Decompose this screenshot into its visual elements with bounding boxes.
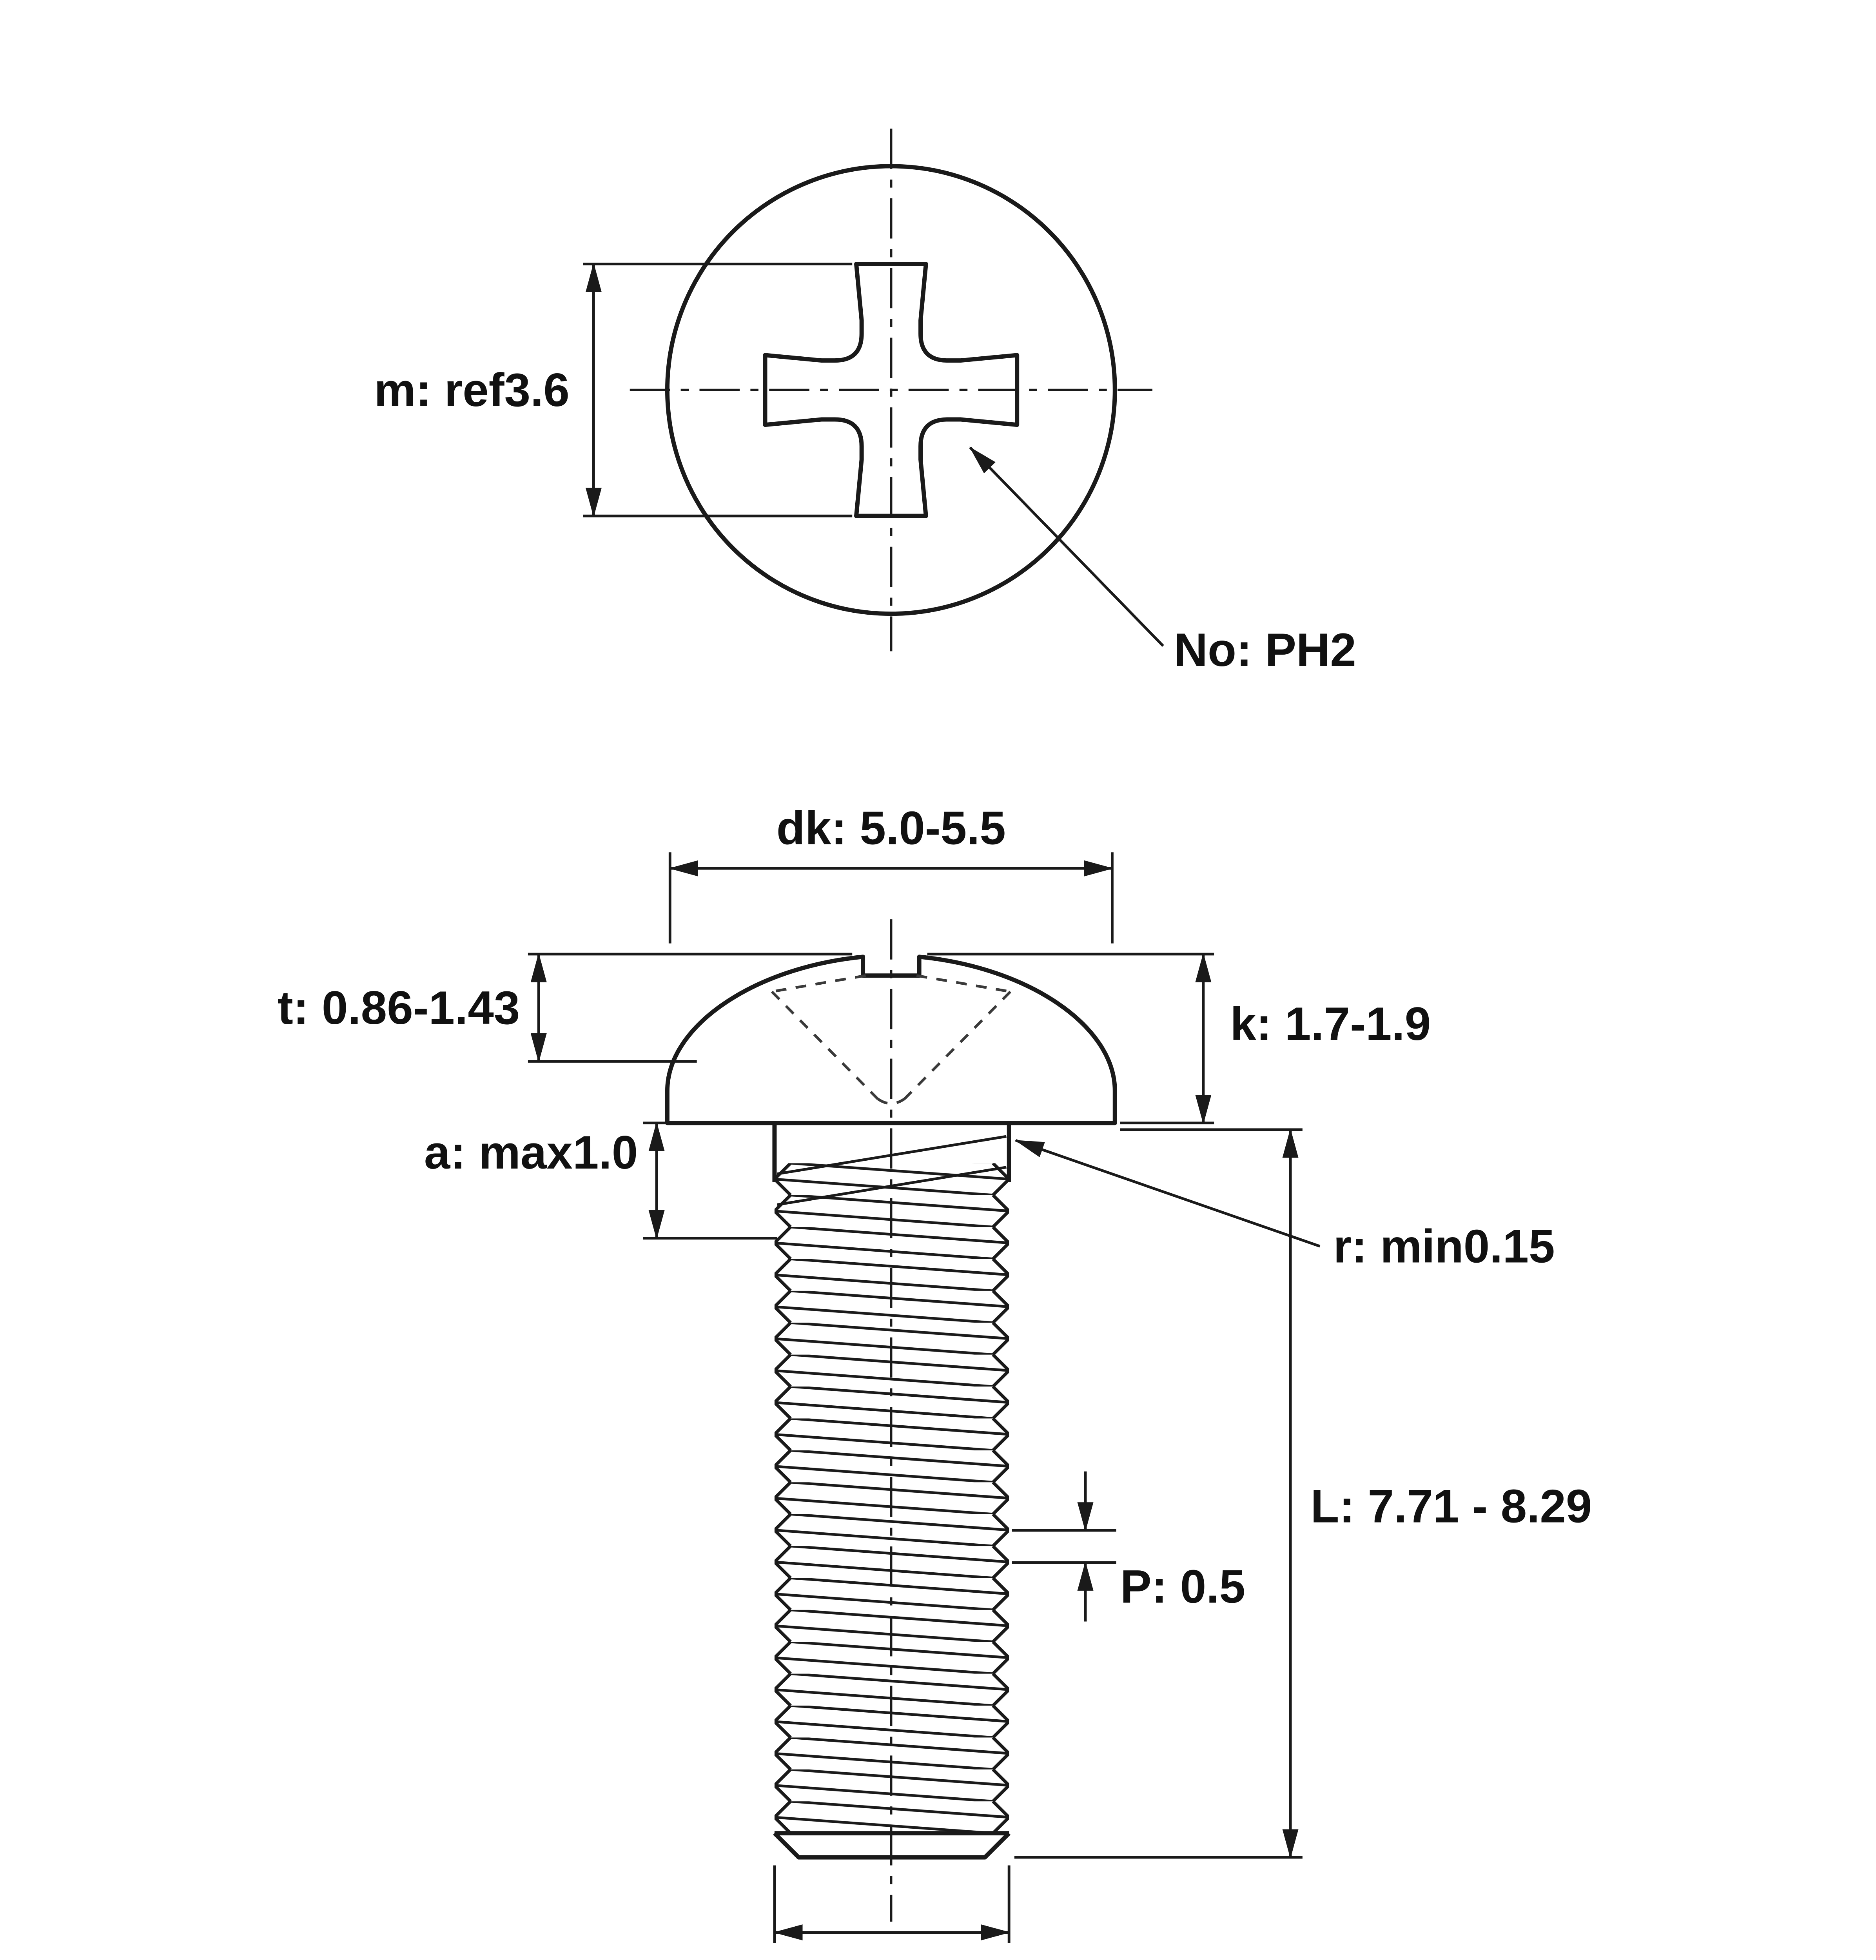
recess-hidden-line <box>904 991 1012 1100</box>
thread-region <box>774 1163 1009 1833</box>
leader-no-ph2-line <box>969 446 1164 647</box>
top-view: m: ref3.6 No: PH2 <box>374 129 1356 676</box>
recess-hidden-line <box>771 974 866 993</box>
phillips-recess <box>763 261 1020 518</box>
dimension-a-label: a: max1.0 <box>424 1127 638 1179</box>
recess-hidden-bottom <box>877 1098 905 1105</box>
leader-r: r: min0.15 <box>1014 1139 1555 1272</box>
dimension-P-label: P: 0.5 <box>1120 1561 1245 1613</box>
screw-shaft <box>772 1123 1011 1860</box>
recess-hidden-line <box>771 991 879 1100</box>
dimension-k-label: k: 1.7-1.9 <box>1230 998 1431 1050</box>
side-view: dk: 5.0-5.5 t: 0.86-1.43 k: 1.7-1.9 a: m… <box>278 802 1592 1960</box>
leader-no-ph2: No: PH2 <box>969 446 1356 676</box>
dimension-L: L: 7.71 - 8.29 <box>1014 1128 1592 1859</box>
recess-hidden-line <box>916 974 1011 993</box>
leader-no-ph2-label: No: PH2 <box>1174 624 1356 676</box>
dimension-t-label: t: 0.86-1.43 <box>278 982 520 1034</box>
shaft-tip-chamfer <box>773 1831 1011 1860</box>
dimension-L-label: L: 7.71 - 8.29 <box>1310 1480 1592 1532</box>
dimension-m: m: ref3.6 <box>374 263 853 517</box>
dimension-thread-spec: M3*0.5 <box>773 1865 1011 1960</box>
head-outline-circle <box>665 164 1117 616</box>
dimension-a: a: max1.0 <box>424 1122 777 1240</box>
dimension-m-label: m: ref3.6 <box>374 364 570 416</box>
dimension-P: P: 0.5 <box>1012 1471 1245 1622</box>
leader-r-label: r: min0.15 <box>1333 1220 1555 1272</box>
hidden-recess-lines <box>771 974 1012 1105</box>
thread-runout-line <box>777 1135 1007 1176</box>
dimension-dk: dk: 5.0-5.5 <box>668 802 1114 944</box>
dimension-dk-label: dk: 5.0-5.5 <box>777 802 1006 855</box>
thread-runout-line <box>777 1166 1007 1206</box>
dimension-thread-label: M3*0.5 <box>817 1957 965 1960</box>
dimension-t: t: 0.86-1.43 <box>278 953 853 1063</box>
leader-r-line <box>1014 1139 1321 1248</box>
dimension-k: k: 1.7-1.9 <box>927 953 1431 1125</box>
